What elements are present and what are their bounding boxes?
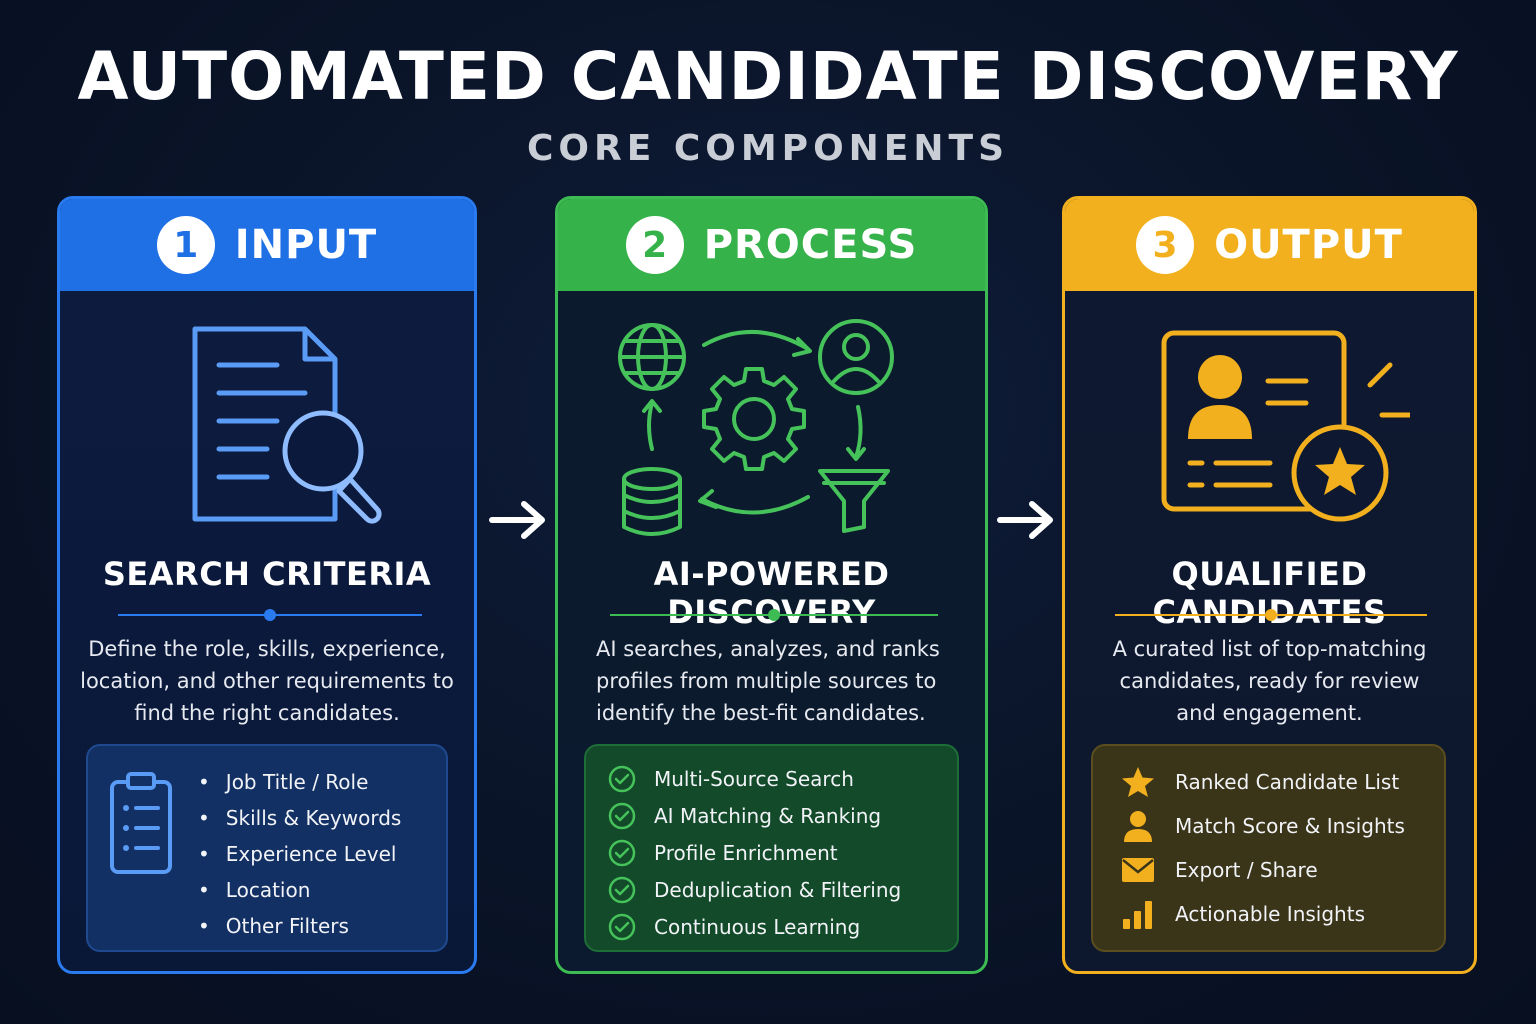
arrow-right-icon <box>489 501 545 539</box>
output-result-list: Ranked Candidate List Match Score & Insi… <box>1121 760 1405 936</box>
list-item: Deduplication & Filtering <box>608 871 901 908</box>
output-heading: QUALIFIED CANDIDATES <box>1152 555 1386 631</box>
list-item: Profile Enrichment <box>608 834 901 871</box>
arrow-right-icon <box>997 501 1053 539</box>
list-item: Actionable Insights <box>1121 892 1405 936</box>
bar-chart-icon <box>1123 901 1152 929</box>
list-item: •Experience Level <box>198 842 397 866</box>
output-description: A curated list of top-matching candidate… <box>1112 637 1427 725</box>
list-item: •Job Title / Role <box>198 770 369 794</box>
step-number-badge: 2 <box>625 216 684 274</box>
process-list-box: Multi-Source Search AI Matching & Rankin… <box>584 744 959 952</box>
list-item: •Location <box>198 878 311 902</box>
list-item: •Skills & Keywords <box>198 806 402 830</box>
output-card: 3 OUTPUT QUALIFIED CANDIDATES A <box>1062 196 1477 974</box>
process-feature-list: Multi-Source Search AI Matching & Rankin… <box>608 760 901 945</box>
step-number-badge: 1 <box>156 216 215 274</box>
check-circle-icon <box>608 876 636 903</box>
input-card: 1 INPUT SEARCH CRITERIA Define the role,… <box>57 196 477 974</box>
process-description: AI searches, analyzes, and ranks profile… <box>596 637 940 725</box>
list-item: •Other Filters <box>198 914 349 938</box>
list-item: AI Matching & Ranking <box>608 797 901 834</box>
input-card-title: INPUT <box>234 222 378 268</box>
output-divider <box>1115 609 1427 621</box>
page-subtitle: CORE COMPONENTS <box>526 128 1010 169</box>
output-list-box: Ranked Candidate List Match Score & Insi… <box>1091 744 1446 952</box>
envelope-icon <box>1122 858 1154 882</box>
input-heading: SEARCH CRITERIA <box>102 555 432 593</box>
list-item: Export / Share <box>1121 848 1405 892</box>
check-circle-icon <box>608 913 636 940</box>
output-card-header: 3 OUTPUT <box>1065 199 1474 291</box>
ai-discovery-cycle-icon <box>558 309 985 549</box>
list-item: Ranked Candidate List <box>1121 760 1405 804</box>
process-card: 2 PROCESS <box>555 196 988 974</box>
list-item: Multi-Source Search <box>608 760 901 797</box>
input-card-header: 1 INPUT <box>60 199 474 291</box>
step-number-badge: 3 <box>1136 216 1195 274</box>
person-icon <box>1124 811 1152 842</box>
list-item: Continuous Learning <box>608 908 901 945</box>
check-circle-icon <box>608 802 636 829</box>
input-divider <box>118 609 422 621</box>
input-list-box: •Job Title / Role •Skills & Keywords •Ex… <box>86 744 448 952</box>
process-card-title: PROCESS <box>703 222 918 268</box>
process-card-header: 2 PROCESS <box>558 199 985 291</box>
star-icon <box>1122 767 1154 797</box>
output-card-title: OUTPUT <box>1214 222 1403 268</box>
input-description: Define the role, skills, experience, loc… <box>80 637 454 725</box>
list-item: Match Score & Insights <box>1121 804 1405 848</box>
check-circle-icon <box>608 765 636 792</box>
process-divider <box>610 609 938 621</box>
page-title: AUTOMATED CANDIDATE DISCOVERY <box>77 38 1459 115</box>
document-search-icon <box>60 309 474 549</box>
profile-card-star-icon <box>1065 309 1474 549</box>
check-circle-icon <box>608 839 636 866</box>
input-criteria-list: •Job Title / Role •Skills & Keywords •Ex… <box>198 764 401 944</box>
clipboard-checklist-icon <box>108 772 174 886</box>
